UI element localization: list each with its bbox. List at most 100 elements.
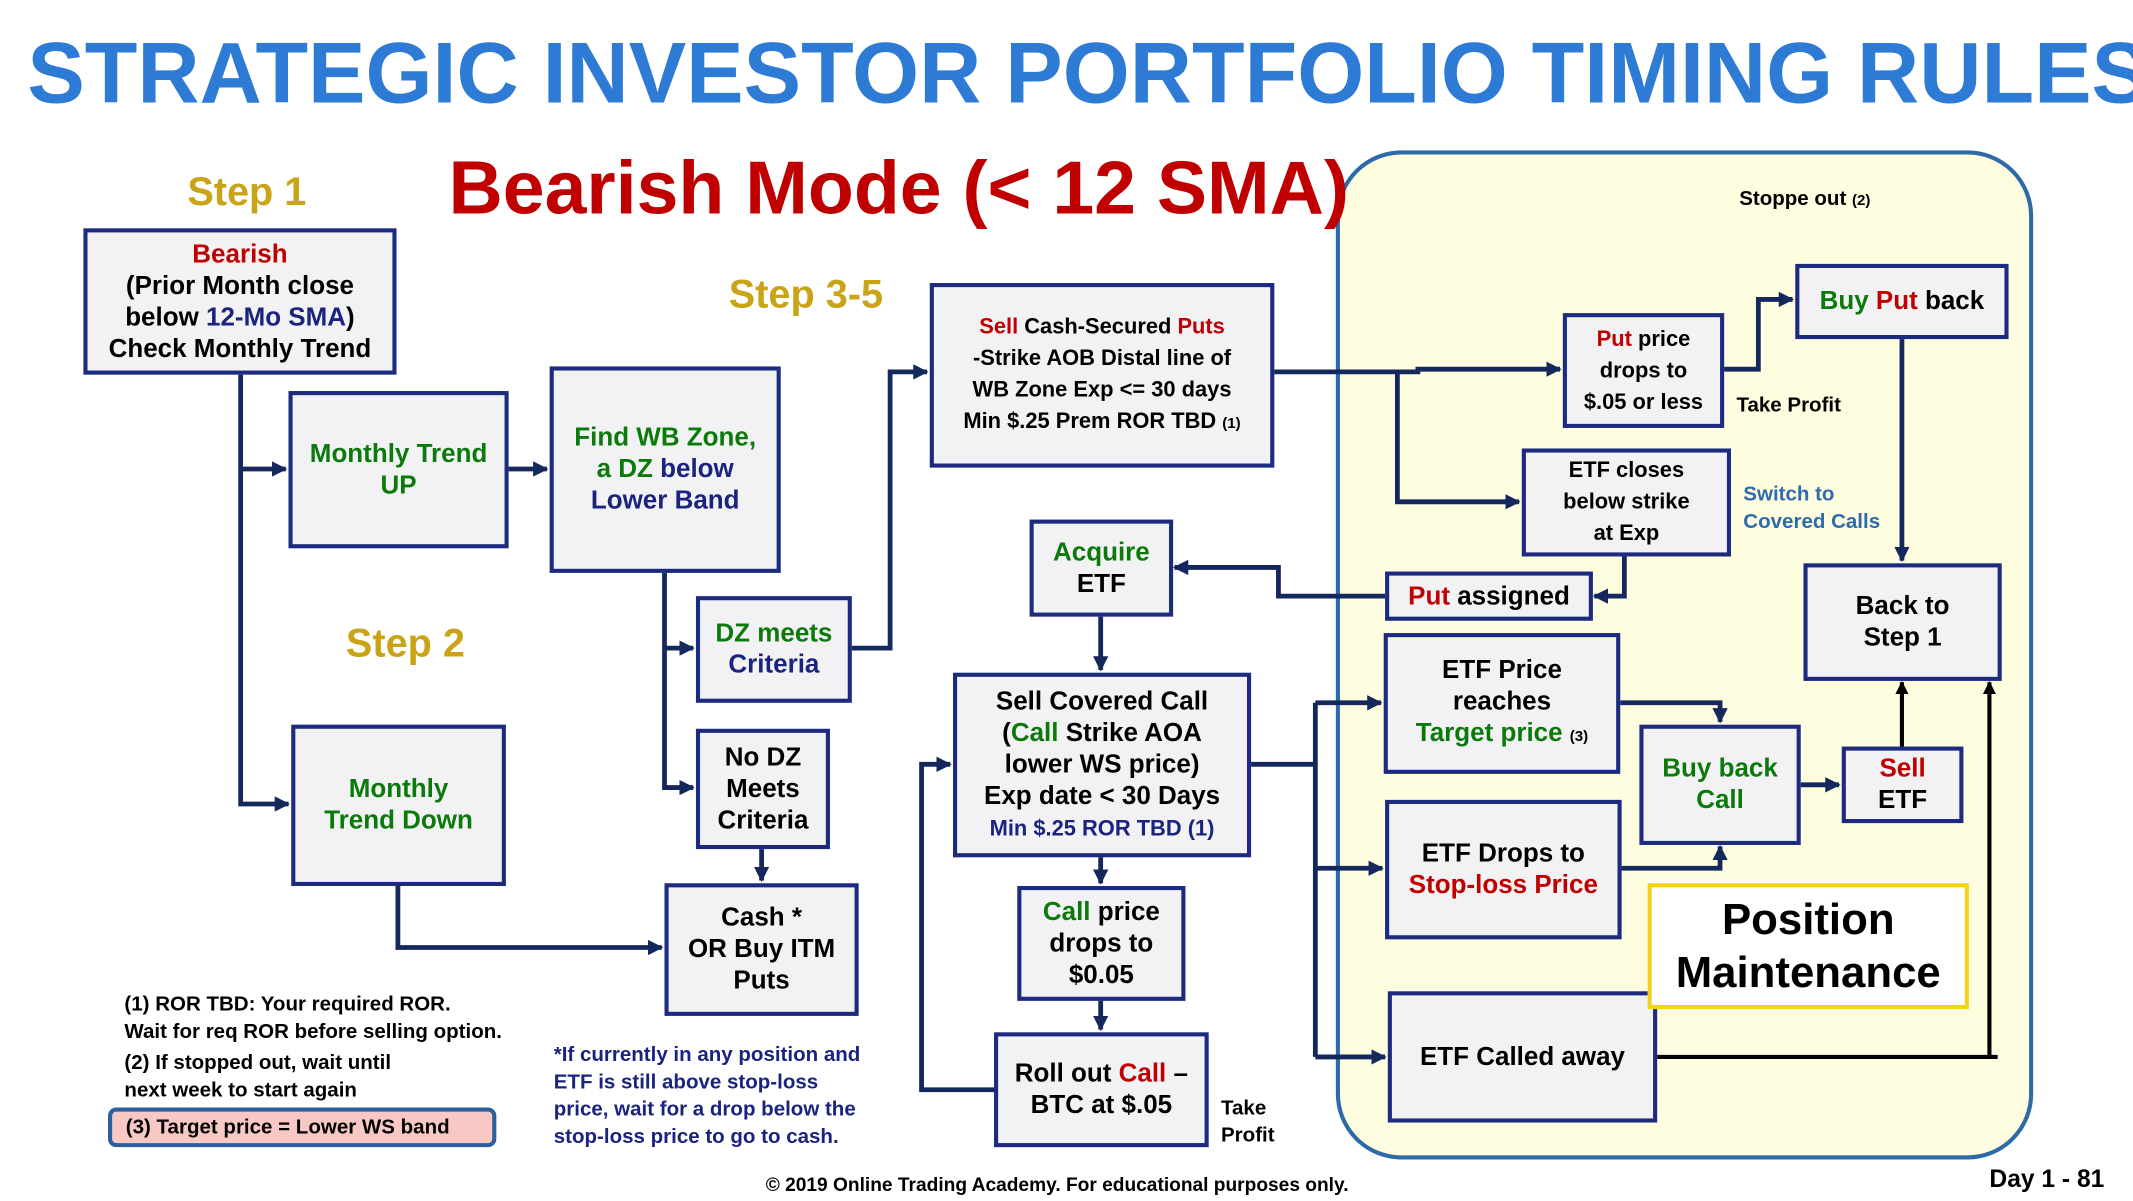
box-text: Sell Covered Call bbox=[995, 687, 1209, 716]
cash-note: *If currently in any position and ETF is… bbox=[554, 1042, 861, 1151]
stopped-out-note: (2) bbox=[1852, 192, 1871, 210]
copyright: © 2019 Online Trading Academy. For educa… bbox=[765, 1173, 1349, 1196]
label-line: Profit bbox=[1220, 1123, 1275, 1148]
box-text: No DZ bbox=[724, 743, 802, 772]
box-text: Buy bbox=[1819, 287, 1869, 316]
box-line: ETF closes bbox=[1569, 455, 1685, 486]
box-text: DZ meets bbox=[715, 619, 833, 649]
box-line: Meets bbox=[726, 773, 800, 804]
box-line: reaches bbox=[1453, 686, 1551, 717]
box-line: Buy Put back bbox=[1820, 286, 1985, 317]
box-line: ETF Price bbox=[1442, 654, 1562, 685]
put-price-drops-box: Put price drops to $.05 or less bbox=[1562, 313, 1725, 428]
box-text: OR Buy ITM bbox=[687, 935, 836, 964]
box-text: Min $.25 ROR TBD (1) bbox=[989, 816, 1215, 841]
box-text: ETF closes bbox=[1568, 459, 1685, 483]
box-line: BTC at $.05 bbox=[1031, 1090, 1172, 1121]
box-line: Put price bbox=[1597, 323, 1691, 354]
label-line: Switch to bbox=[1743, 482, 1835, 506]
label-line: Covered Calls bbox=[1743, 510, 1881, 534]
note-1: (1) ROR TBD: Your required ROR. Wait for… bbox=[124, 991, 502, 1046]
box-text: Put bbox=[1868, 287, 1918, 316]
box-line: at Exp bbox=[1594, 518, 1660, 549]
note-line: (2) If stopped out, wait until bbox=[124, 1051, 392, 1075]
connector bbox=[1394, 371, 1521, 510]
connector bbox=[1722, 291, 1795, 372]
box-line: ETF Called away bbox=[1420, 1041, 1625, 1072]
box-text: Bearish bbox=[192, 239, 288, 269]
box-text: Put bbox=[1408, 581, 1450, 611]
box-text: Stop-loss Price bbox=[1408, 870, 1598, 900]
box-line: Roll out Call – bbox=[1015, 1058, 1188, 1089]
box-text: drops to bbox=[1049, 929, 1154, 958]
box-line: Trend Down bbox=[324, 805, 473, 836]
box-line: UP bbox=[381, 470, 417, 501]
etf-called-away-box: ETF Called away bbox=[1387, 991, 1658, 1123]
connector bbox=[1618, 700, 1728, 724]
stopped-out-label: Stoppe out (2) bbox=[1739, 186, 1870, 215]
box-line: Sell Cash-Secured Puts bbox=[979, 311, 1225, 342]
box-line: (Prior Month close bbox=[126, 270, 354, 301]
box-text: (3) bbox=[1569, 728, 1589, 745]
box-line: Min $.25 Prem ROR TBD (1) bbox=[963, 405, 1240, 439]
box-line: DZ meets bbox=[715, 618, 832, 649]
box-line: Sell Covered Call bbox=[996, 686, 1208, 717]
box-text: Sell bbox=[1879, 754, 1926, 784]
box-text: Monthly Trend bbox=[309, 439, 488, 469]
box-text: Strike AOA bbox=[1058, 718, 1202, 748]
note-line: Wait for req ROR before selling option. bbox=[124, 1020, 502, 1044]
box-line: $0.05 bbox=[1069, 959, 1134, 990]
connector bbox=[1620, 844, 1728, 871]
box-line: Criteria bbox=[717, 805, 808, 836]
box-line: Lower Band bbox=[591, 485, 740, 516]
box-text: ETF Called away bbox=[1419, 1042, 1625, 1072]
connector bbox=[662, 571, 695, 796]
box-text: at Exp bbox=[1593, 522, 1660, 546]
box-line: Monthly bbox=[349, 774, 449, 805]
box-line: ETF Drops to bbox=[1422, 838, 1585, 869]
box-line: Monthly Trend bbox=[310, 438, 488, 469]
note-line: next week to start again bbox=[124, 1078, 357, 1103]
box-line: Step 1 bbox=[1864, 622, 1942, 653]
box-text: Lower Band bbox=[590, 486, 740, 516]
position-maintenance-line: Maintenance bbox=[1675, 947, 1941, 997]
box-text: $.05 or less bbox=[1583, 390, 1704, 414]
box-text: – bbox=[1166, 1059, 1188, 1089]
put-assigned-box: Put assigned bbox=[1385, 571, 1593, 621]
position-maintenance-line: Position bbox=[1721, 894, 1895, 944]
box-line: ETF bbox=[1077, 568, 1126, 599]
box-line: Buy back bbox=[1662, 753, 1778, 784]
box-text: ETF bbox=[1076, 569, 1126, 599]
box-text: assigned bbox=[1449, 581, 1570, 611]
box-text: BTC at $.05 bbox=[1030, 1091, 1173, 1120]
note-line: price, wait for a drop below the bbox=[553, 1097, 856, 1122]
buy-put-back-box: Buy Put back bbox=[1795, 263, 2009, 340]
box-text: WB Zone Exp <= 30 days bbox=[972, 378, 1232, 402]
box-text: UP bbox=[380, 471, 417, 500]
box-text: price bbox=[1631, 327, 1691, 351]
connector bbox=[850, 364, 929, 651]
box-text: ETF bbox=[1878, 786, 1928, 815]
box-line: Stop-loss Price bbox=[1409, 870, 1598, 901]
box-line: Check Monthly Trend bbox=[109, 333, 372, 364]
note-2: (2) If stopped out, wait until next week… bbox=[124, 1050, 391, 1105]
box-line: -Strike AOB Distal line of bbox=[973, 343, 1231, 374]
box-text: Acquire bbox=[1052, 538, 1150, 567]
box-line: Bearish bbox=[192, 239, 287, 270]
box-text: Roll out bbox=[1014, 1059, 1119, 1089]
box-line: Cash * bbox=[721, 902, 802, 933]
box-text: Target price bbox=[1415, 718, 1570, 748]
box-line: Put assigned bbox=[1408, 580, 1570, 611]
box-text: drops to bbox=[1599, 358, 1688, 383]
box-text: Cash-Secured bbox=[1018, 315, 1178, 339]
